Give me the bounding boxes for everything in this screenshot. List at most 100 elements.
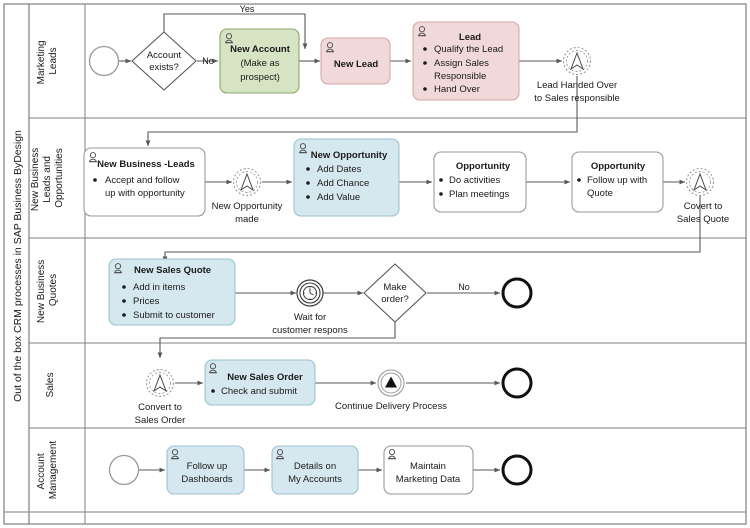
end-event-quotes	[501, 277, 533, 309]
task-lead-item-2: Responsible	[434, 71, 486, 82]
task-new-business-leads-item-1: up with opportunity	[105, 188, 185, 199]
lane-label-account-management: Account Management	[36, 441, 59, 500]
end-event-sales	[501, 367, 533, 399]
link-event-convert-to-sales-order	[145, 368, 175, 398]
task-new-business-leads-item-0: Accept and follow	[105, 175, 180, 186]
clock-icon	[302, 285, 318, 301]
task-opportunity-activities[interactable]: Opportunity Do activities Plan meetings	[433, 151, 527, 213]
lane-label-new-business-leads-opportunities: New Business Leads and Opportunities	[30, 145, 65, 211]
lane-label-new-business-quotes: New Business Quotes	[36, 257, 59, 323]
task-new-account[interactable]: New Account (Make as prospect)	[219, 28, 300, 94]
task-details-my-accounts-line2: My Accounts	[288, 474, 342, 485]
pool-title-text: Out of the box CRM processes in SAP Busi…	[12, 130, 24, 402]
task-new-business-leads[interactable]: New Business -Leads Accept and follow up…	[83, 147, 206, 217]
timer-event-label-line1: Wait for	[294, 312, 326, 323]
signal-event-label: Continue Delivery Process	[335, 401, 447, 412]
task-follow-up-dashboards[interactable]: Follow up Dashboards	[166, 445, 245, 495]
task-new-opportunity-item-0: Add Dates	[317, 164, 362, 175]
task-new-sales-quote[interactable]: New Sales Quote Add in items Prices Subm…	[108, 258, 236, 326]
task-new-account-line3: prospect)	[240, 72, 280, 83]
task-opportunity-activities-item-1: Plan meetings	[449, 189, 509, 200]
flow-label-yes: Yes	[240, 4, 255, 14]
user-task-icon	[88, 152, 98, 163]
gateway-account-exists-line1: Account	[147, 50, 182, 61]
start-event-account-management	[108, 454, 140, 486]
task-new-sales-quote-item-1: Prices	[133, 296, 160, 307]
task-opportunity-quote-item-0: Follow up with	[587, 175, 647, 186]
user-task-icon	[275, 449, 285, 460]
flow-label-no: No	[202, 56, 214, 66]
user-task-icon	[387, 449, 397, 460]
link-event-convert-label-line2: Sales Order	[135, 415, 186, 426]
user-task-icon	[417, 26, 427, 37]
link-event-covert-label-line1: Covert to	[684, 201, 723, 212]
task-new-opportunity[interactable]: New Opportunity Add Dates Add Chance Add…	[293, 138, 400, 217]
link-event-covert-label-line2: Sales Quote	[677, 214, 729, 225]
lane-label-marketing-leads: Marketing Leads	[36, 38, 59, 85]
lane2-connectors	[162, 179, 701, 263]
timer-event-label-line2: customer respons	[272, 325, 348, 336]
task-details-my-accounts-line1: Details on	[294, 461, 336, 472]
task-follow-up-dashboards-line1: Follow up	[187, 461, 228, 472]
task-opportunity-activities-title: Opportunity	[456, 161, 511, 172]
gateway-account-exists-line2: exists?	[149, 62, 179, 73]
lane1-connectors	[118, 13, 578, 147]
link-event-lead-label-line1: Lead Handed Over	[537, 80, 617, 91]
link-event-covert-to-sales-quote	[685, 167, 715, 197]
task-new-sales-quote-title: New Sales Quote	[134, 265, 211, 276]
task-lead-title: Lead	[459, 32, 481, 43]
gateway-make-order-line2: order?	[381, 294, 408, 305]
end-event-account-management	[501, 454, 533, 486]
task-new-sales-quote-item-2: Submit to customer	[133, 310, 215, 321]
task-maintain-marketing-data-line1: Maintain	[410, 461, 446, 472]
task-lead-item-3: Hand Over	[434, 84, 480, 95]
user-task-icon	[224, 33, 234, 44]
task-opportunity-quote[interactable]: Opportunity Follow up with Quote	[571, 151, 664, 213]
pool-title: Out of the box CRM processes in SAP Busi…	[12, 130, 24, 402]
task-new-sales-quote-item-0: Add in items	[133, 282, 186, 293]
task-maintain-marketing-data[interactable]: Maintain Marketing Data	[383, 445, 474, 495]
signal-event-continue-delivery	[377, 369, 405, 397]
task-follow-up-dashboards-line2: Dashboards	[181, 474, 232, 485]
link-event-new-opportunity-label-line2: made	[235, 214, 259, 225]
start-event-marketing	[88, 45, 120, 77]
lane-label-sales: Sales	[45, 372, 56, 397]
task-new-account-line2: (Make as	[240, 58, 279, 69]
task-new-opportunity-title: New Opportunity	[311, 150, 388, 161]
user-task-icon	[170, 449, 180, 460]
task-new-opportunity-item-1: Add Chance	[317, 178, 369, 189]
flow-label-no-make-order: No	[458, 282, 470, 292]
svg-text:New Business Leads and: New Business Leads and Opportunities	[30, 145, 65, 211]
task-lead[interactable]: Lead Qualify the Lead Assign Sales Respo…	[412, 21, 520, 101]
task-new-opportunity-item-2: Add Value	[317, 192, 360, 203]
gateway-make-order-line1: Make	[383, 282, 406, 293]
task-new-lead[interactable]: New Lead	[320, 37, 391, 85]
task-maintain-marketing-data-line2: Marketing Data	[396, 474, 461, 485]
user-task-icon	[113, 263, 123, 274]
link-event-lead-label-line2: to Sales responsible	[534, 93, 620, 104]
svg-text:Account Management: Account Management	[36, 441, 59, 500]
task-details-my-accounts[interactable]: Details on My Accounts	[271, 445, 359, 495]
svg-text:Marketing Leads: Marketing Leads	[36, 38, 59, 85]
task-lead-item-0: Qualify the Lead	[434, 44, 503, 55]
link-event-lead-handed-over	[562, 46, 592, 76]
user-task-icon	[325, 42, 335, 53]
task-new-sales-order[interactable]: New Sales Order Check and submit	[204, 359, 316, 406]
task-new-sales-order-title: New Sales Order	[227, 372, 303, 383]
task-opportunity-quote-title: Opportunity	[591, 161, 646, 172]
gateway-make-order: Make order?	[363, 263, 427, 323]
link-event-convert-label-line1: Convert to	[138, 402, 182, 413]
svg-text:New Business Quotes: New Business Quotes	[36, 257, 59, 323]
task-new-account-title: New Account	[230, 44, 291, 55]
link-event-new-opportunity-made	[232, 167, 262, 197]
lane3-connectors	[157, 290, 501, 359]
gateway-account-exists: Account exists?	[131, 31, 197, 91]
task-opportunity-activities-item-0: Do activities	[449, 175, 500, 186]
timer-event-wait-for-customer	[296, 279, 324, 307]
task-new-sales-order-item-0: Check and submit	[221, 386, 297, 397]
svg-text:Sales: Sales	[45, 372, 56, 397]
link-event-new-opportunity-label-line1: New Opportunity	[212, 201, 283, 212]
task-lead-item-1: Assign Sales	[434, 58, 489, 69]
